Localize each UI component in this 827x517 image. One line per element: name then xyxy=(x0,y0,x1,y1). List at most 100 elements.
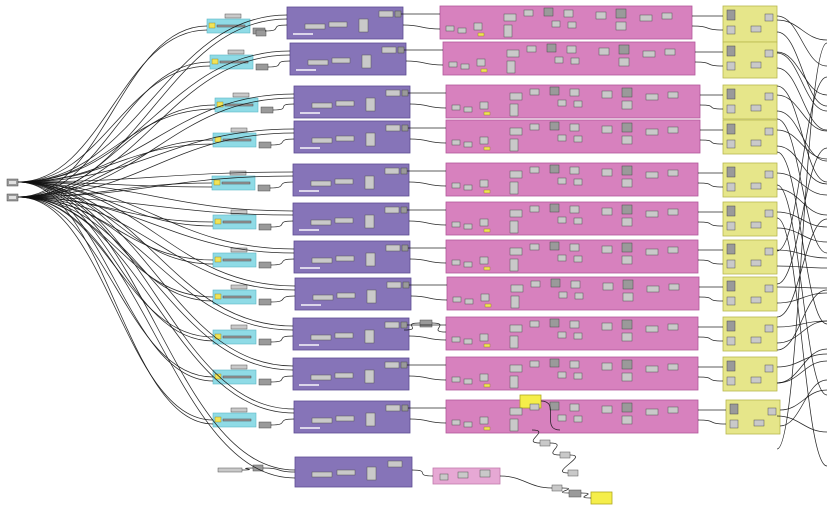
node[interactable] xyxy=(573,372,583,380)
node[interactable] xyxy=(451,104,461,111)
node[interactable] xyxy=(401,124,409,132)
node[interactable] xyxy=(476,58,486,67)
node[interactable] xyxy=(601,405,613,414)
node[interactable] xyxy=(621,319,633,330)
node[interactable] xyxy=(364,329,375,344)
node[interactable] xyxy=(479,101,489,110)
node[interactable] xyxy=(645,210,659,218)
node[interactable] xyxy=(645,408,659,416)
node[interactable] xyxy=(463,141,473,148)
node[interactable] xyxy=(448,61,458,68)
node[interactable] xyxy=(726,139,736,149)
node[interactable] xyxy=(570,57,580,65)
node[interactable] xyxy=(365,132,376,147)
node[interactable] xyxy=(549,164,560,174)
node[interactable] xyxy=(509,258,519,272)
node[interactable] xyxy=(764,49,774,58)
node[interactable] xyxy=(726,360,736,372)
node[interactable] xyxy=(764,92,774,101)
node[interactable] xyxy=(726,376,736,386)
node[interactable] xyxy=(366,289,377,304)
node[interactable] xyxy=(387,460,403,468)
node[interactable] xyxy=(569,166,580,175)
node[interactable] xyxy=(645,93,659,101)
node[interactable] xyxy=(335,415,355,422)
node[interactable] xyxy=(384,361,400,369)
connector-node[interactable] xyxy=(258,141,272,149)
node[interactable] xyxy=(529,360,540,368)
node[interactable] xyxy=(621,372,633,382)
node[interactable] xyxy=(386,281,402,289)
node[interactable] xyxy=(366,466,377,481)
node[interactable] xyxy=(451,182,461,189)
node[interactable] xyxy=(310,374,332,381)
node[interactable] xyxy=(764,170,774,179)
node[interactable] xyxy=(394,10,402,18)
slider-node[interactable] xyxy=(214,373,222,380)
node[interactable] xyxy=(419,319,433,328)
node[interactable] xyxy=(479,416,489,425)
node[interactable] xyxy=(546,43,557,53)
node[interactable] xyxy=(539,439,551,447)
node[interactable] xyxy=(509,324,523,333)
node[interactable] xyxy=(304,23,326,30)
node[interactable] xyxy=(400,361,408,369)
node[interactable] xyxy=(336,469,356,476)
node[interactable] xyxy=(328,21,348,28)
node[interactable] xyxy=(529,205,540,213)
toggle-node[interactable] xyxy=(484,303,492,308)
param-node[interactable] xyxy=(232,92,250,98)
node[interactable] xyxy=(621,402,633,413)
node[interactable] xyxy=(307,59,329,66)
node[interactable] xyxy=(549,241,560,251)
node[interactable] xyxy=(618,44,630,55)
node[interactable] xyxy=(726,104,736,114)
node[interactable] xyxy=(601,125,613,134)
param-node[interactable] xyxy=(230,324,248,330)
node[interactable] xyxy=(621,359,633,370)
node[interactable] xyxy=(569,123,580,132)
node[interactable] xyxy=(509,170,523,179)
node[interactable] xyxy=(601,322,613,331)
node[interactable] xyxy=(569,403,580,412)
param-node[interactable] xyxy=(230,407,248,413)
node[interactable] xyxy=(463,106,473,113)
node[interactable] xyxy=(557,331,567,339)
connector-node[interactable] xyxy=(258,223,272,231)
node[interactable] xyxy=(729,403,739,415)
node[interactable] xyxy=(509,375,519,389)
node[interactable] xyxy=(726,280,736,292)
node[interactable] xyxy=(567,21,577,29)
node[interactable] xyxy=(573,178,583,186)
node[interactable] xyxy=(400,206,408,214)
node[interactable] xyxy=(726,243,736,255)
node[interactable] xyxy=(726,182,736,192)
node[interactable] xyxy=(402,281,410,289)
node[interactable] xyxy=(381,46,397,54)
node[interactable] xyxy=(645,325,659,333)
node[interactable] xyxy=(557,99,567,107)
node[interactable] xyxy=(750,182,762,190)
connector-node[interactable] xyxy=(260,106,274,114)
node[interactable] xyxy=(400,321,408,329)
node[interactable] xyxy=(358,18,369,33)
node[interactable] xyxy=(661,12,673,20)
node[interactable] xyxy=(726,166,736,178)
node[interactable] xyxy=(509,138,519,152)
slider-node[interactable] xyxy=(214,416,222,423)
node[interactable] xyxy=(479,256,489,265)
node[interactable] xyxy=(543,7,554,17)
node[interactable] xyxy=(451,139,461,146)
node[interactable] xyxy=(621,178,633,188)
slider-track[interactable] xyxy=(216,24,246,28)
node[interactable] xyxy=(622,279,634,290)
node[interactable] xyxy=(753,419,765,427)
toggle-node[interactable] xyxy=(483,111,491,116)
node[interactable] xyxy=(509,247,523,256)
node[interactable] xyxy=(401,244,409,252)
slider-node[interactable] xyxy=(217,467,243,473)
node[interactable] xyxy=(506,49,520,58)
node[interactable] xyxy=(595,11,607,20)
node[interactable] xyxy=(729,419,739,429)
node[interactable] xyxy=(667,406,679,414)
